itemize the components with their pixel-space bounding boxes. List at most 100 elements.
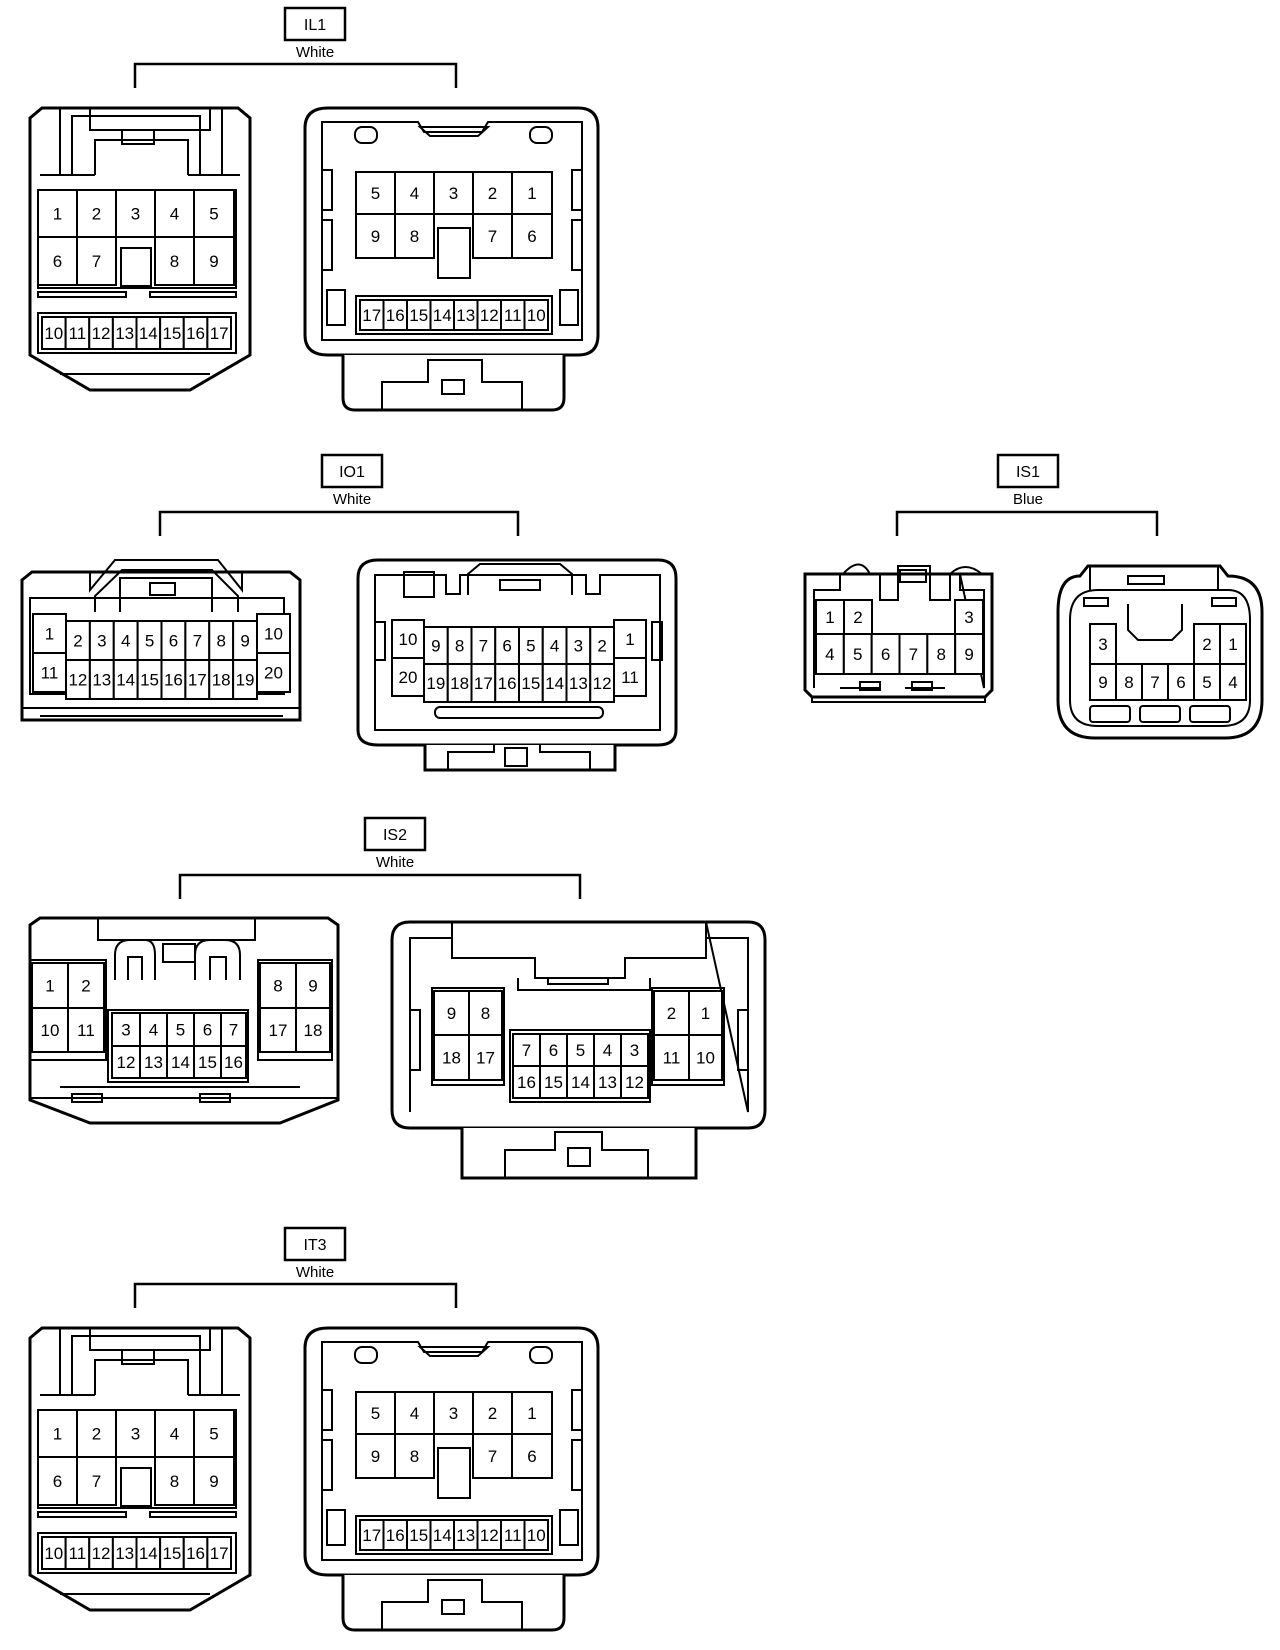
pin-cell: 16: [382, 299, 408, 331]
pin-number: 8: [410, 1447, 419, 1466]
pin-cell: 5: [193, 1409, 235, 1458]
pin-number: 8: [170, 252, 179, 271]
connector-bracket: [133, 62, 458, 88]
pin-cell-box: [843, 599, 873, 635]
rear-latch: [504, 1131, 649, 1178]
pin-number: 18: [212, 671, 231, 690]
pin-number: 13: [569, 674, 588, 693]
pin-cell: 6: [160, 620, 187, 661]
pin-cell: 14: [166, 1045, 195, 1079]
pin-cell: 7: [470, 626, 497, 665]
pin-number: 8: [410, 227, 419, 246]
pin-cell-box: [232, 659, 258, 700]
housing-detail: [1189, 705, 1231, 723]
pin-cell: 5: [193, 189, 235, 238]
pin-number: 5: [853, 645, 862, 664]
pin-number: 10: [527, 306, 546, 325]
pin-number: 9: [209, 252, 218, 271]
pin-cell: 6: [494, 626, 520, 665]
pin-cell: 15: [518, 663, 544, 703]
pin-number: 8: [1124, 673, 1133, 692]
cavity-frame: [431, 987, 505, 1086]
pin-cell-box: [154, 1409, 195, 1458]
cavity-frame: [37, 312, 237, 354]
latch-outline: [1127, 604, 1183, 641]
pin-number: 8: [216, 632, 225, 651]
latch-notch: [1127, 575, 1165, 585]
pin-cell: 20: [256, 652, 291, 693]
pin-cell: 3: [111, 1012, 141, 1047]
pin-cell: 1: [613, 619, 647, 659]
latch-outline: [467, 563, 573, 595]
pin-number: 17: [269, 1021, 288, 1040]
side-rib: [571, 169, 583, 211]
pin-cell: 6: [1167, 663, 1195, 701]
connector-tag: IS2: [363, 816, 427, 852]
pin-number: 16: [386, 306, 405, 325]
pin-cell-box: [193, 1012, 222, 1047]
pin-cell: 15: [193, 1045, 222, 1079]
pin-cell: 13: [111, 1536, 138, 1570]
pin-number: 9: [964, 645, 973, 664]
pin-cell: 11: [67, 1007, 105, 1053]
pin-number: 12: [480, 306, 499, 325]
pin-cell: 2: [76, 189, 117, 238]
rear-latch-tab: [441, 379, 465, 395]
pin-cell-box: [523, 299, 549, 331]
pin-number: 3: [131, 1425, 140, 1444]
connector-tag: IS1: [996, 453, 1060, 489]
pin-cell: 2: [653, 990, 690, 1036]
pin-number: 5: [209, 1425, 218, 1444]
latch-notch: [149, 582, 176, 596]
pin-number: 12: [117, 1053, 136, 1072]
pin-number: 13: [456, 1526, 475, 1545]
pin-cell: 4: [541, 626, 568, 665]
pin-number: 5: [209, 205, 218, 224]
pin-cell-box: [472, 1433, 513, 1479]
pin-cell-box: [512, 1065, 541, 1099]
pin-cell: 5: [518, 626, 544, 665]
polarization-key: [120, 247, 152, 287]
pin-cell-box: [256, 652, 291, 693]
connector-tag-box: [283, 1226, 347, 1262]
pin-number: 9: [371, 1447, 380, 1466]
pin-cell: 4: [154, 1409, 195, 1458]
pin-number: 11: [663, 1049, 681, 1068]
pin-number: 16: [517, 1073, 536, 1092]
pin-cell: 1: [511, 1391, 553, 1435]
pin-cell: 17: [259, 1007, 297, 1053]
pin-cell: 2: [843, 599, 873, 635]
pin-cell: 10: [31, 1007, 69, 1053]
pin-cell: 7: [898, 633, 929, 675]
connector-id: IS1: [1016, 464, 1040, 481]
pin-cell: 12: [88, 316, 114, 350]
pin-cell-box: [394, 1433, 435, 1479]
pin-cell: 2: [472, 1391, 513, 1435]
inner-wall: [374, 574, 661, 731]
pin-cell-box: [433, 171, 474, 215]
pin-cell: 11: [64, 1536, 91, 1570]
pin-cell: 11: [500, 299, 526, 331]
side-rib: [559, 1509, 579, 1546]
pin-number: 6: [881, 645, 890, 664]
pin-number: 2: [667, 1004, 676, 1023]
polarization-key: [120, 1467, 152, 1507]
pin-number: 3: [449, 1404, 458, 1423]
housing-detail: [30, 1086, 338, 1099]
connector-bracket: [895, 510, 1159, 536]
connector-id: IL1: [304, 17, 326, 34]
pin-number: 13: [144, 1053, 163, 1072]
pin-cell-box: [1141, 663, 1169, 701]
pin-number: 8: [937, 645, 946, 664]
pin-cell: 10: [41, 316, 67, 350]
pin-number: 6: [53, 252, 62, 271]
pin-number: 12: [480, 1526, 499, 1545]
pin-cell-box: [688, 990, 723, 1036]
pin-number: 4: [121, 632, 130, 651]
pin-cell: 4: [394, 171, 435, 215]
pin-number: 8: [455, 637, 464, 656]
pin-number: 15: [409, 306, 428, 325]
pin-number: 7: [488, 227, 497, 246]
latch-notch: [121, 1349, 155, 1365]
pin-cell: 3: [1089, 623, 1117, 665]
